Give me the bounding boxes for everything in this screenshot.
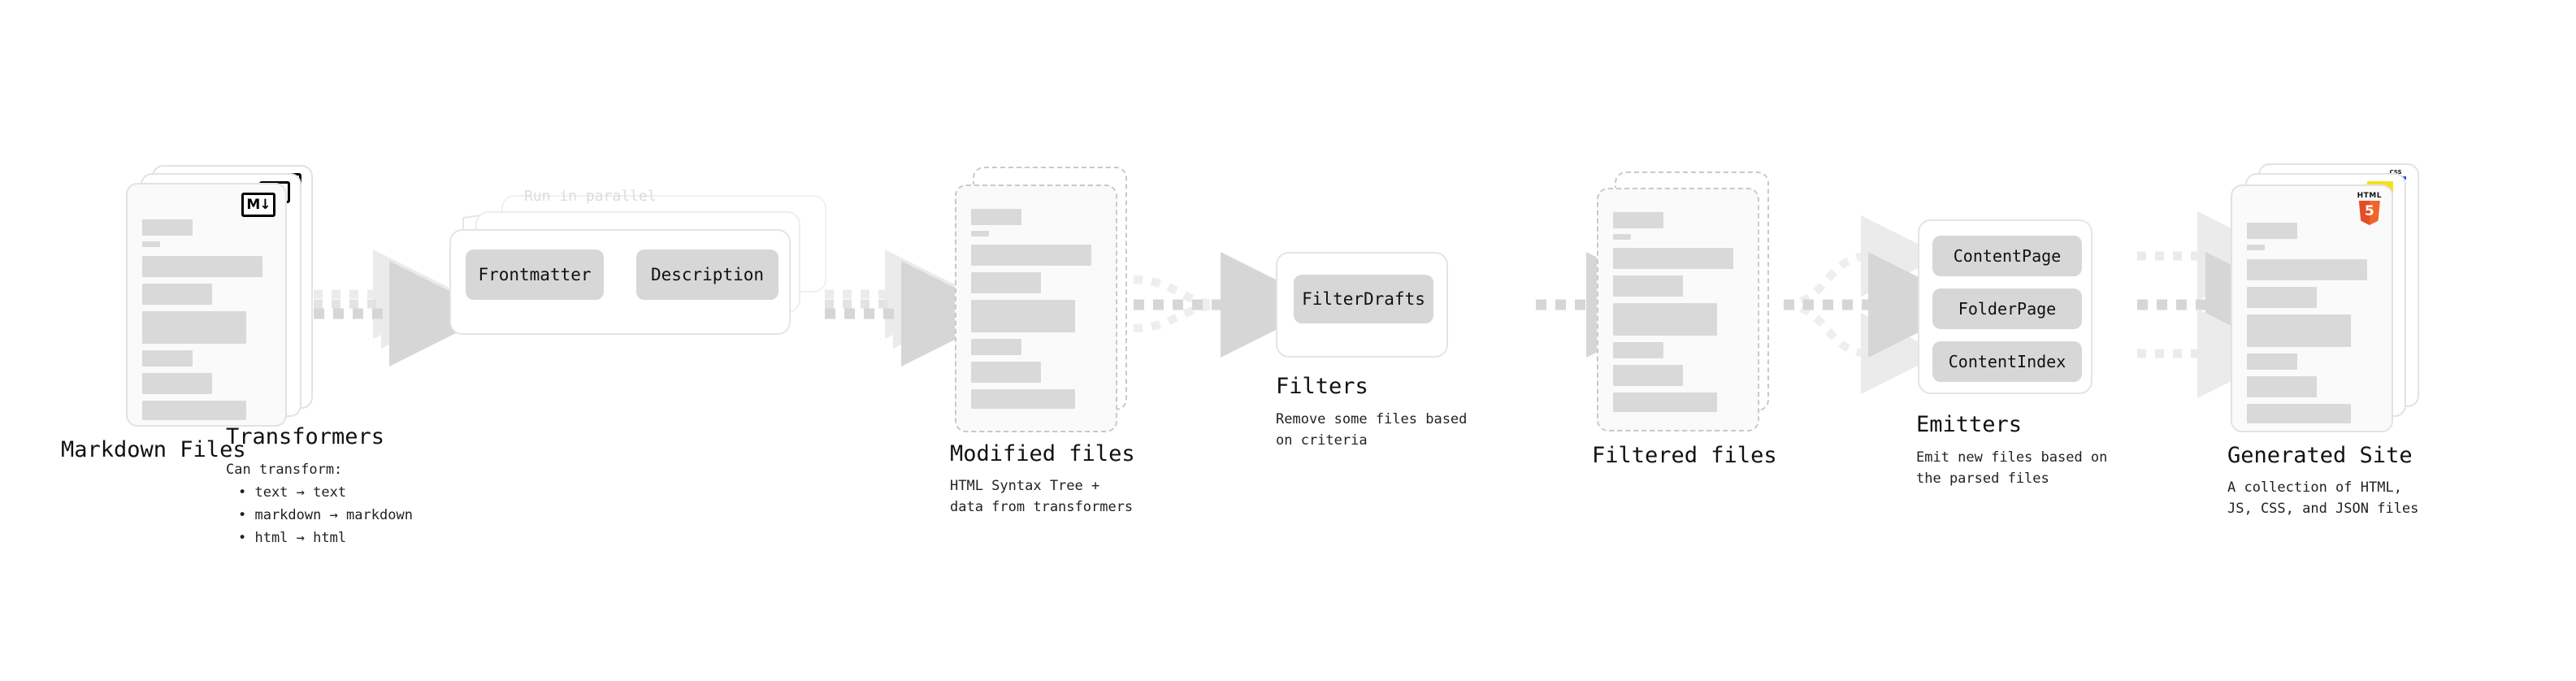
emitter-chip-folderpage[interactable]: FolderPage bbox=[1932, 288, 2082, 329]
content-bar bbox=[971, 231, 989, 236]
stage-subtitle-emitters: Emit new files based on the parsed files bbox=[1916, 449, 2108, 488]
content-bar bbox=[1613, 303, 1717, 336]
stage-title-generated-site: Generated Site bbox=[2227, 443, 2413, 468]
arrow-filtered-to-emitters bbox=[1783, 215, 1974, 394]
content-bar bbox=[971, 339, 1021, 355]
markdown-file-stack: M↓ M↓ M↓ bbox=[126, 165, 313, 427]
arrow-markdown-to-transformers bbox=[314, 249, 495, 367]
content-bar bbox=[142, 373, 212, 394]
content-bar bbox=[2247, 245, 2265, 250]
content-bar bbox=[971, 362, 1041, 383]
content-bar bbox=[2247, 287, 2317, 308]
stage-title-modified-files: Modified files bbox=[950, 441, 1135, 466]
html5-icon-digit: 5 bbox=[2364, 203, 2374, 219]
content-bar bbox=[1613, 212, 1663, 228]
content-bar bbox=[2247, 354, 2297, 370]
filtered-file-stack bbox=[1597, 171, 1776, 435]
transform-bullet-3: • html → html bbox=[238, 530, 347, 546]
markdown-card-front[interactable]: M↓ bbox=[126, 183, 287, 427]
content-bar bbox=[1613, 342, 1663, 358]
generated-file-stack: CSS HTML 5 bbox=[2231, 163, 2419, 432]
content-bar bbox=[1613, 365, 1683, 386]
content-bar bbox=[971, 209, 1021, 225]
arrow-transformers-to-modified bbox=[825, 249, 1007, 367]
stage-title-filtered-files: Filtered files bbox=[1592, 443, 1777, 468]
content-bar bbox=[2247, 404, 2351, 423]
content-bar bbox=[1613, 275, 1683, 297]
stage-subtitle-filters: Remove some files based on criteria bbox=[1276, 411, 1468, 449]
content-bar bbox=[142, 256, 262, 277]
emitter-chip-contentpage[interactable]: ContentPage bbox=[1932, 236, 2082, 276]
content-bar bbox=[142, 219, 193, 236]
content-bar bbox=[142, 350, 193, 367]
arrow-emitters-to-site bbox=[2137, 211, 2311, 398]
stage-title-filters: Filters bbox=[1276, 374, 1368, 399]
content-bar bbox=[142, 284, 212, 305]
content-bar bbox=[971, 272, 1041, 293]
stage-subtitle-modified-files: HTML Syntax Tree + data from transformer… bbox=[950, 478, 1134, 516]
content-bar bbox=[971, 300, 1075, 332]
emitter-chip-contentindex[interactable]: ContentIndex bbox=[1932, 341, 2082, 382]
stage-subtitle-transformers: Can transform: bbox=[226, 462, 343, 478]
css3-icon-text: CSS bbox=[2389, 169, 2402, 176]
generated-card-content bbox=[2232, 186, 2392, 431]
transformer-chip-frontmatter-label: Frontmatter bbox=[478, 265, 592, 284]
filter-chip-filterdrafts[interactable]: FilterDrafts bbox=[1294, 275, 1433, 323]
content-bar bbox=[2247, 223, 2297, 239]
stage-title-markdown-files: Markdown Files bbox=[61, 437, 246, 462]
markdown-card-content bbox=[128, 184, 285, 425]
html5-icon-word: HTML bbox=[2357, 192, 2382, 200]
modified-card-content bbox=[956, 186, 1116, 431]
stage-generated-site: CSS HTML 5 bbox=[2227, 163, 2419, 517]
html5-icon: HTML 5 bbox=[2357, 193, 2382, 225]
content-bar bbox=[2247, 314, 2351, 347]
stage-subtitle-generated-site: A collection of HTML, JS, CSS, and JSON … bbox=[2227, 479, 2419, 518]
modified-card-front[interactable] bbox=[955, 184, 1117, 432]
transformer-chip-description[interactable]: Description bbox=[636, 249, 778, 300]
generated-card-html[interactable]: HTML 5 bbox=[2231, 184, 2393, 432]
content-bar bbox=[971, 245, 1091, 266]
content-bar bbox=[2247, 259, 2367, 280]
transform-bullet-1: • text → text bbox=[238, 484, 347, 501]
annotation-run-in-parallel: Run in parallel bbox=[524, 188, 657, 205]
content-bar bbox=[2247, 376, 2317, 397]
filters-group[interactable]: FilterDrafts bbox=[1276, 252, 1448, 358]
content-bar bbox=[1613, 393, 1717, 412]
content-bar bbox=[1613, 248, 1733, 269]
stage-title-emitters: Emitters bbox=[1916, 412, 2023, 437]
stage-filtered-files: Filtered files bbox=[1592, 171, 1777, 468]
stage-title-transformers: Transformers bbox=[226, 424, 385, 449]
content-bar bbox=[142, 311, 246, 344]
content-bar bbox=[142, 241, 160, 247]
emitters-group[interactable]: ContentPage FolderPage ContentIndex bbox=[1918, 219, 2092, 394]
filtered-card-front[interactable] bbox=[1597, 188, 1759, 432]
html5-icon-shield: 5 bbox=[2358, 201, 2380, 225]
modified-file-stack bbox=[955, 167, 1134, 435]
arrow-modified-to-filters bbox=[1133, 252, 1326, 358]
markdown-icon-text: M↓ bbox=[246, 196, 271, 213]
transform-bullet-2: • markdown → markdown bbox=[238, 507, 413, 523]
content-bar bbox=[971, 389, 1075, 409]
emitter-chip-folderpage-label: FolderPage bbox=[1958, 299, 2057, 319]
transformer-chip-description-label: Description bbox=[650, 265, 765, 284]
markdown-icon: M↓ bbox=[241, 193, 275, 217]
content-bar bbox=[142, 401, 246, 420]
content-bar bbox=[1613, 234, 1631, 240]
stage-markdown-files: M↓ M↓ M↓ Markdown Files bbox=[61, 165, 313, 462]
transformer-group-front[interactable]: Frontmatter Description bbox=[449, 229, 791, 335]
stage-modified-files: Modified files HTML Syntax Tree + data f… bbox=[950, 167, 1135, 515]
emitter-chip-contentpage-label: ContentPage bbox=[1953, 246, 2062, 266]
transformer-chip-frontmatter[interactable]: Frontmatter bbox=[466, 249, 604, 300]
filtered-card-content bbox=[1598, 189, 1758, 430]
emitter-chip-contentindex-label: ContentIndex bbox=[1948, 352, 2066, 371]
filter-chip-filterdrafts-label: FilterDrafts bbox=[1302, 289, 1425, 309]
